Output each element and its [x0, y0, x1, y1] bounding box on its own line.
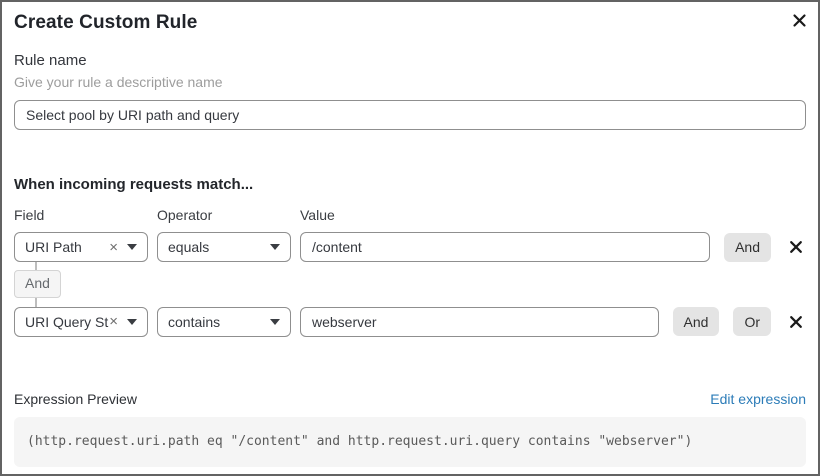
and-button[interactable]: And [672, 307, 720, 337]
field-select[interactable]: URI Query St... × [14, 306, 148, 337]
operator-select-value: contains [168, 313, 221, 330]
connector-line [35, 262, 37, 270]
expression-code: (http.request.uri.path eq "/content" and… [27, 434, 693, 450]
rule-name-hint: Give your rule a descriptive name [14, 74, 223, 90]
operator-select[interactable]: equals [157, 232, 291, 262]
field-select-value: URI Path [25, 239, 82, 255]
value-input[interactable] [300, 306, 659, 337]
rule-name-label: Rule name [14, 52, 87, 69]
chevron-down-icon [270, 318, 280, 325]
dialog-title: Create Custom Rule [14, 12, 198, 33]
column-labels: Field Operator Value [14, 207, 806, 223]
connector-and-badge: And [14, 270, 61, 298]
operator-column-label: Operator [157, 207, 213, 223]
rule-name-input[interactable] [14, 100, 806, 130]
remove-condition-button[interactable] [788, 314, 804, 330]
dialog-close-button[interactable] [790, 11, 808, 29]
connector-line [35, 297, 37, 307]
condition-row: URI Query St... × contains And Or [14, 306, 806, 337]
operator-select-value: equals [168, 239, 210, 255]
expression-preview-header: Expression Preview Edit expression [14, 391, 806, 407]
close-icon [789, 315, 803, 329]
remove-condition-button[interactable] [788, 239, 804, 255]
value-column-label: Value [300, 207, 335, 223]
chevron-down-icon [270, 244, 280, 250]
and-button[interactable]: And [724, 232, 771, 262]
or-button[interactable]: Or [733, 307, 771, 337]
field-column-label: Field [14, 207, 45, 223]
operator-select[interactable]: contains [157, 306, 291, 337]
expression-preview-label: Expression Preview [14, 390, 137, 407]
chevron-down-icon [127, 244, 137, 250]
match-heading: When incoming requests match... [14, 176, 254, 193]
chevron-down-icon [127, 318, 137, 325]
condition-row: URI Path × equals And [14, 232, 806, 262]
condition-connector: And [14, 262, 806, 307]
field-select[interactable]: URI Path × [14, 232, 148, 262]
expression-code-block: (http.request.uri.path eq "/content" and… [14, 416, 806, 467]
value-input[interactable] [300, 232, 711, 262]
close-icon [789, 240, 803, 254]
clear-icon[interactable]: × [109, 313, 118, 331]
clear-icon[interactable]: × [109, 238, 118, 256]
edit-expression-link[interactable]: Edit expression [710, 390, 806, 407]
close-icon [792, 13, 807, 28]
field-select-value: URI Query St... [25, 313, 109, 330]
